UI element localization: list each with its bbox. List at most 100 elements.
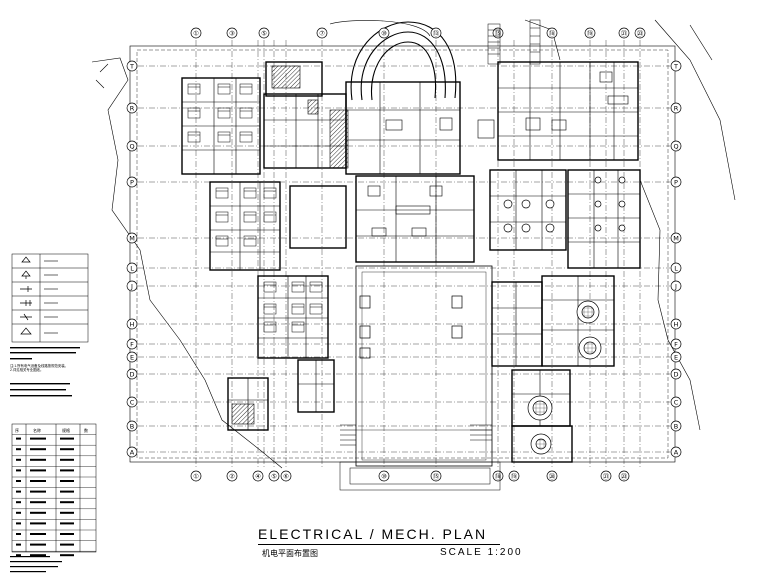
grid-bubble-label: ④ bbox=[255, 472, 261, 480]
grid-bubble-top: ③ bbox=[226, 27, 238, 39]
lobby-furniture bbox=[367, 71, 629, 237]
guest-room-beds bbox=[187, 83, 323, 333]
grid-bubble-label: ③ bbox=[229, 29, 235, 37]
grid-bubble-right: L bbox=[670, 262, 682, 274]
bed bbox=[215, 211, 229, 223]
schedule-cell-mark bbox=[30, 448, 46, 451]
grid-bubble-left: Q bbox=[126, 140, 138, 152]
schedule-cell-mark bbox=[60, 533, 74, 535]
schedule-cell-mark bbox=[60, 458, 74, 461]
grid-bubble-bottom: ⑲ bbox=[508, 470, 520, 482]
grid-bubble-label: E bbox=[674, 353, 678, 361]
grid-bubble-right: E bbox=[670, 351, 682, 363]
bed bbox=[263, 187, 277, 199]
grid-bubble-top: ⑦ bbox=[316, 27, 328, 39]
grid-bubble-label: B bbox=[674, 422, 678, 430]
grid-bubble-label: P bbox=[674, 178, 678, 186]
bed bbox=[263, 321, 277, 333]
grid-bubble-label: R bbox=[130, 104, 135, 112]
stair bbox=[487, 19, 541, 65]
schedule-cell-mark bbox=[16, 469, 21, 472]
grid-bubble-bottom: ② bbox=[226, 470, 238, 482]
grid-frame bbox=[129, 45, 676, 463]
grid-bubble-top: ⑤ bbox=[258, 27, 270, 39]
grid-bubble-label: R bbox=[674, 104, 679, 112]
grid-bubble-label: Q bbox=[673, 142, 678, 150]
schedule-cell-mark bbox=[16, 533, 21, 535]
grid-bubble-label: ⑳ bbox=[549, 472, 556, 480]
grid-bubble-left: A bbox=[126, 446, 138, 458]
round-tables bbox=[503, 176, 626, 455]
grid-bubble-left: J bbox=[126, 280, 138, 292]
grid-bubble-label: ⑬ bbox=[433, 29, 440, 37]
schedule-cell-mark bbox=[60, 511, 74, 514]
title-underline bbox=[258, 544, 500, 545]
bed bbox=[239, 131, 253, 143]
grid-bubble-label: ⑲ bbox=[511, 472, 518, 480]
grid-bubble-left: H bbox=[126, 318, 138, 330]
schedule-cell-mark bbox=[60, 480, 74, 482]
grid-bubble-label: L bbox=[130, 264, 134, 272]
grid-bubble-label: A bbox=[674, 448, 679, 456]
bed bbox=[217, 107, 231, 119]
grid-bubble-bottom: ⑳ bbox=[546, 470, 558, 482]
hatched-areas bbox=[231, 65, 349, 425]
grid-bubble-label: P bbox=[130, 178, 134, 186]
grid-bubble-top: ⑩ bbox=[378, 27, 390, 39]
grid-bubble-label: H bbox=[130, 320, 135, 328]
grid-bubble-label: J bbox=[130, 282, 133, 290]
grid-bubble-label: ⑩ bbox=[381, 472, 387, 480]
schedule-cell-mark bbox=[60, 522, 74, 525]
grid-bubble-label: ① bbox=[193, 29, 199, 37]
grid-bubble-left: P bbox=[126, 176, 138, 188]
grid-bubble-label: ⑮ bbox=[495, 29, 502, 37]
grid-bubble-label: ⑮ bbox=[433, 472, 440, 480]
schedule-cell-mark bbox=[30, 458, 46, 461]
grid-bubble-top: ⑮ bbox=[492, 27, 504, 39]
bed bbox=[243, 235, 257, 247]
grid-bubble-right: H bbox=[670, 318, 682, 330]
legend-symbols bbox=[20, 256, 32, 335]
schedule-cell-marks bbox=[16, 437, 74, 557]
grid-bubble-label: ⑱ bbox=[495, 472, 502, 480]
schedule-cell-mark bbox=[60, 543, 74, 546]
schedule-cell-mark bbox=[30, 469, 46, 472]
site-boundary bbox=[91, 19, 736, 469]
grid-bubble-bottom: ⑥ bbox=[280, 470, 292, 482]
grid-bubble-label: ㉓ bbox=[621, 472, 628, 480]
grid-bubble-bottom: ㉑ bbox=[600, 470, 612, 482]
grid-bubble-bottom: ⑱ bbox=[492, 470, 504, 482]
grid-bubble-label: T bbox=[673, 62, 678, 70]
grid-bubble-label: ㉑ bbox=[621, 29, 628, 37]
grid-bubble-bottom: ④ bbox=[252, 470, 264, 482]
bed bbox=[187, 83, 201, 95]
driveway bbox=[350, 21, 457, 101]
grid-bubble-bottom: ⑩ bbox=[378, 470, 390, 482]
grid-bubble-right: C bbox=[670, 396, 682, 408]
grid-bubble-top: ⑬ bbox=[430, 27, 442, 39]
vertical-grid-lines bbox=[195, 40, 641, 468]
bed bbox=[187, 131, 201, 143]
schedule-cell-mark bbox=[16, 511, 21, 514]
schedule-header-text: 序 名称 规格 数 bbox=[15, 427, 88, 433]
grid-bubble-label: M bbox=[129, 234, 135, 242]
schedule-cell-mark bbox=[30, 437, 46, 440]
schedule-cell-mark bbox=[60, 437, 74, 440]
grid-bubble-label: M bbox=[673, 234, 679, 242]
schedule-cell-mark bbox=[60, 554, 74, 557]
bed bbox=[243, 187, 257, 199]
grid-bubble-right: M bbox=[670, 232, 682, 244]
grid-bubble-right: F bbox=[670, 338, 682, 350]
grid-bubble-label: D bbox=[129, 370, 134, 378]
grid-bubble-label: ㉑ bbox=[603, 472, 610, 480]
schedule-cell-mark bbox=[16, 543, 21, 546]
grid-bubble-right: Q bbox=[670, 140, 682, 152]
bed bbox=[291, 303, 305, 315]
schedule-cell-mark bbox=[16, 522, 21, 525]
schedule-cell-mark bbox=[16, 480, 21, 482]
schedule-cell-mark bbox=[16, 501, 21, 504]
schedule-cell-mark bbox=[16, 554, 21, 557]
grid-bubble-label: ⑥ bbox=[283, 472, 289, 480]
schedule-header-name: 名称 bbox=[33, 427, 41, 433]
grid-bubble-right: T bbox=[670, 60, 682, 72]
